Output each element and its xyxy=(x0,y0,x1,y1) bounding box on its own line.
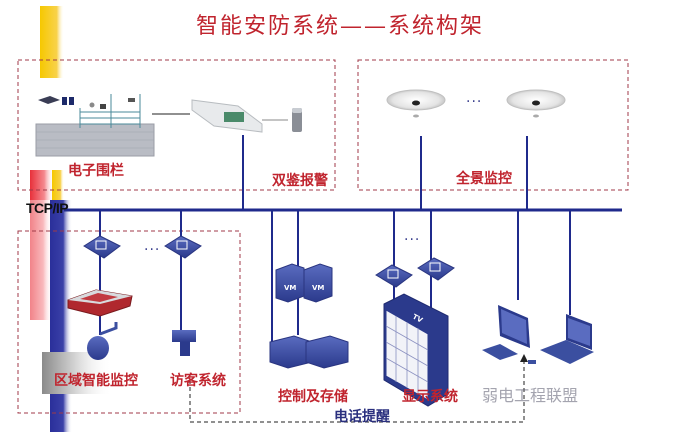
vm-badge-2: VM xyxy=(312,284,324,292)
label-dual-tech-alarm: 双鉴报警 xyxy=(272,173,328,189)
uplinks xyxy=(242,135,528,210)
accent-bar-yellow xyxy=(40,6,64,78)
tcpip-bus-label: TCP/IP xyxy=(26,200,69,216)
panoramic-camera-2 xyxy=(506,89,566,118)
storage-unit-2 xyxy=(305,335,349,369)
vm-server-2: VM xyxy=(303,263,333,303)
decoder-2 xyxy=(417,257,455,281)
ellipsis-cameras: ... xyxy=(466,90,483,106)
electronic-fence-illustration xyxy=(35,94,155,157)
tv-wall-display: TV xyxy=(383,293,449,407)
panoramic-camera-1 xyxy=(386,89,446,118)
group-box-fence-alarm xyxy=(17,59,336,191)
label-visitor-system: 访客系统 xyxy=(170,373,226,389)
group-box-panoramic xyxy=(357,59,629,191)
phone-alert-route xyxy=(189,360,525,423)
vm-badge-1: VM xyxy=(284,284,296,292)
page-title: 智能安防系统——系统构架 xyxy=(195,14,484,39)
label-display-system: 显示系统 xyxy=(402,389,458,405)
fence-controller xyxy=(38,96,60,104)
area-nvr-device xyxy=(67,289,133,317)
visitor-camera xyxy=(172,330,196,356)
ellipsis-switches: ... xyxy=(144,238,161,254)
laptop-computer xyxy=(540,314,594,364)
detector-device xyxy=(292,108,302,132)
decoder-1 xyxy=(375,264,413,288)
accent-bar-red xyxy=(30,170,54,200)
label-electronic-fence: 电子围栏 xyxy=(68,163,124,179)
watermark: 弱电工程联盟 xyxy=(482,386,579,405)
vm-server-1: VM xyxy=(275,263,305,303)
phone-alert-arrowhead xyxy=(520,354,528,362)
desktop-computer xyxy=(482,305,536,364)
accent-bar-blue xyxy=(50,200,72,432)
switch-area xyxy=(83,235,121,259)
switch-visitor xyxy=(164,235,202,259)
label-panoramic-monitoring: 全景监控 xyxy=(456,171,512,187)
ellipsis-decoders: ... xyxy=(404,228,421,244)
accent-bar-red-lower xyxy=(30,200,52,320)
label-phone-alert: 电话提醒 xyxy=(334,409,390,425)
label-area-smart-monitoring: 区域智能监控 xyxy=(54,373,138,389)
area-ptz-camera xyxy=(87,322,118,360)
group-box-area-visitor xyxy=(17,230,241,414)
label-control-storage: 控制及存储 xyxy=(278,389,348,405)
alarm-host-device xyxy=(191,99,263,133)
